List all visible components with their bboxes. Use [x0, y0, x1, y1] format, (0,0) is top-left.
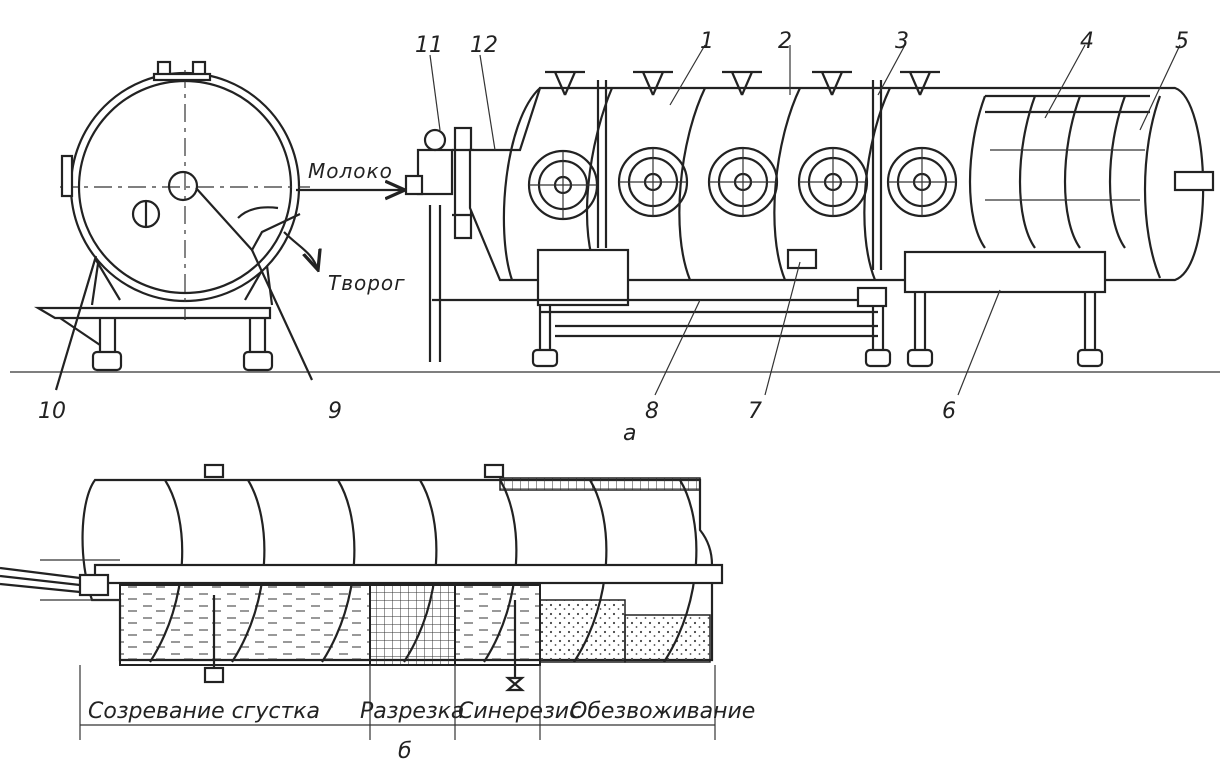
part-label-12: 12	[470, 33, 498, 58]
stage-maturation: Созревание сгустка	[88, 699, 320, 724]
end-view	[10, 60, 1220, 391]
part-label-7: 7	[748, 399, 762, 424]
stage-syneresis: Синерезис	[458, 699, 581, 724]
stage-cutting: Разрезка	[360, 699, 464, 724]
part-label-3: 3	[895, 29, 909, 54]
part-label-8: 8	[645, 399, 659, 424]
part-label-4: 4	[1080, 29, 1094, 54]
part-label-2: 2	[778, 29, 792, 54]
part-label-10: 10	[38, 399, 66, 424]
section-view	[0, 463, 724, 740]
stage-dewatering: Обезвоживание	[570, 699, 755, 724]
side-view	[404, 44, 1215, 396]
part-label-1: 1	[700, 29, 714, 54]
milk-flow-label: Молоко	[308, 159, 393, 183]
part-label-5: 5	[1175, 29, 1189, 54]
curd-flow-label: Творог	[328, 271, 406, 295]
caption-a: а	[623, 421, 636, 446]
part-label-9: 9	[328, 399, 342, 424]
caption-b: б	[398, 739, 412, 764]
part-label-11: 11	[415, 33, 443, 58]
part-label-6: 6	[942, 399, 956, 424]
